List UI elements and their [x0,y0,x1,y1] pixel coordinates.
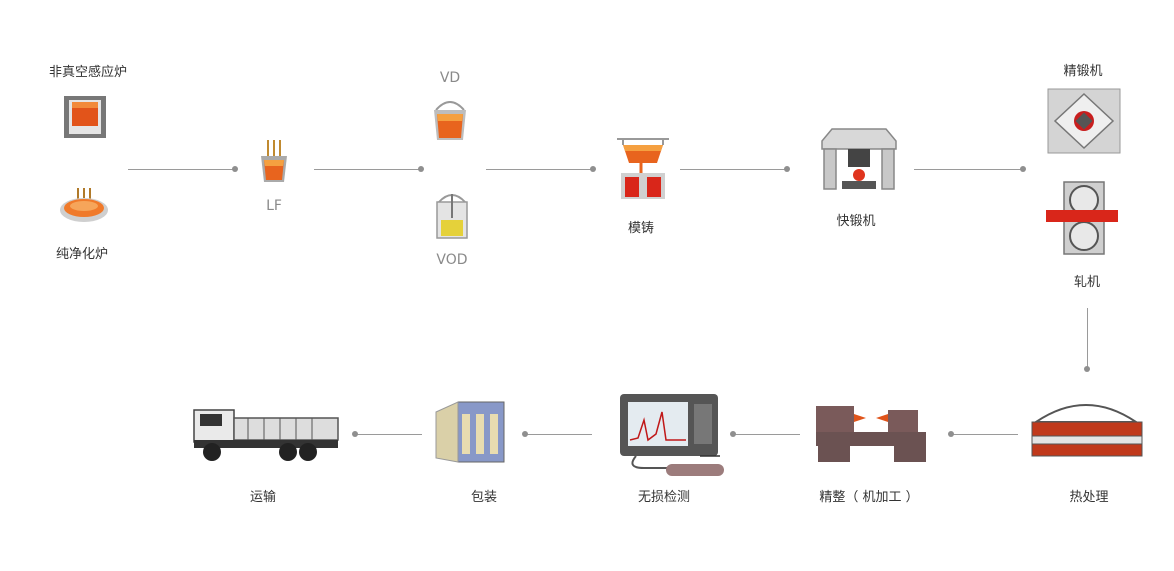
connector-dot [784,166,790,172]
heat-treatment-label: 热处理 [1069,490,1109,505]
connector-rolling-heat [1087,308,1088,368]
induction-furnace-icon [62,94,108,140]
connector-ndt-packing [526,434,592,435]
connector-dot [522,431,528,437]
connector-dot [730,431,736,437]
connector-casting-forging [680,169,786,170]
lf-label: LF [266,198,282,214]
fast-forging-label: 快锻机 [836,214,876,229]
connector-dot [590,166,596,172]
connector-dot [232,166,238,172]
packing-label: 包装 [470,490,498,505]
ndt-instrument-icon [616,390,728,480]
ladle-furnace-icon [258,138,290,186]
connector-furnace-lf [128,169,234,170]
transport-label: 运输 [249,490,277,505]
precision-forging-icon [1047,88,1121,154]
connector-forging-precision [914,169,1022,170]
connector-dot [1020,166,1026,172]
finishing-label: 精整（ 机加工 ） [819,490,919,505]
heat-treatment-icon [1030,394,1144,458]
connector-vd-casting [486,169,592,170]
connector-lf-vd [314,169,420,170]
truck-icon [192,400,342,464]
connector-dot [418,166,424,172]
vd-label: VD [439,70,461,86]
connector-heat-finishing [952,434,1018,435]
connector-dot [948,431,954,437]
die-casting-icon [617,137,669,201]
die-casting-label: 模铸 [627,221,655,236]
rolling-mill-label: 轧机 [1073,275,1101,290]
connector-dot [1084,366,1090,372]
connector-dot [352,431,358,437]
precision-forging-label: 精锻机 [1063,64,1103,79]
vacuum-oxygen-decarb-icon [433,190,471,240]
rolling-mill-icon [1044,180,1120,256]
lathe-icon [812,402,930,464]
purification-furnace-icon [58,186,110,226]
connector-packing-transport [356,434,422,435]
forging-press-icon [818,125,900,191]
packing-crate-icon [432,398,508,464]
connector-finishing-ndt [734,434,800,435]
purification-furnace-label: 纯净化炉 [55,247,109,262]
vod-label: VOD [436,252,468,268]
vacuum-furnace-label: 非真空感应炉 [48,65,128,80]
vacuum-degassing-icon [430,96,470,142]
ndt-label: 无损检测 [637,490,691,505]
